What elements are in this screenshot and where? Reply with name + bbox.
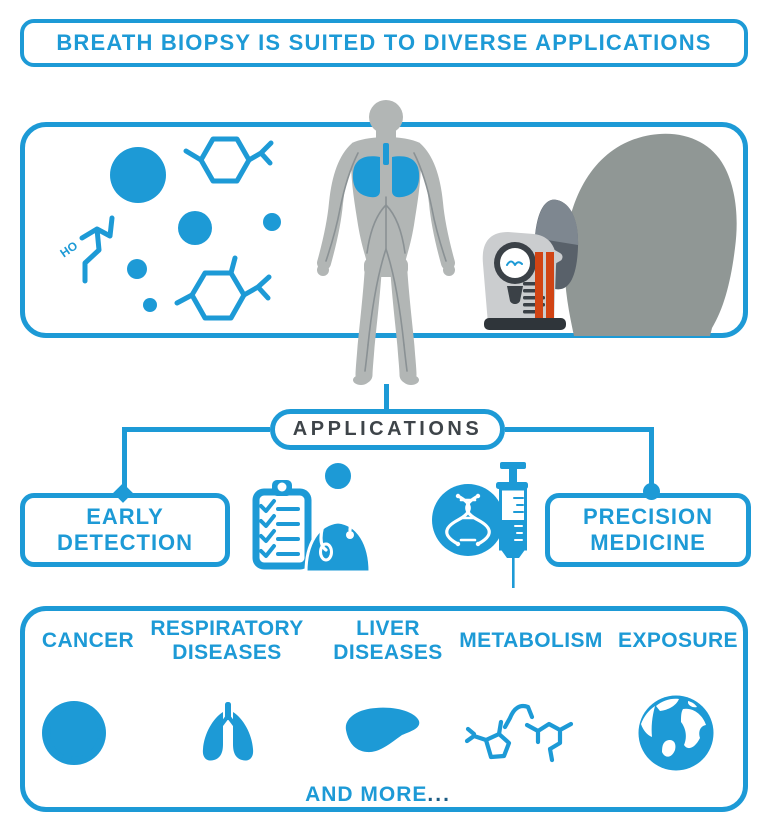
lungs [352,143,420,198]
molecule-circle-large [110,147,166,203]
precision-medicine-box: PRECISION MEDICINE [545,493,751,567]
applications-hub: APPLICATIONS [270,409,505,450]
and-more-text: AND MORE... [268,783,488,807]
and-more-label: AND MORE [305,783,428,806]
molecule-circle-small [143,298,157,312]
connector-body-to-hub [384,384,389,410]
benzene-ring-bottom [174,255,272,321]
molecule-circle-small [127,259,147,279]
syringe-icon [496,462,528,588]
lungs-icon [202,702,254,761]
and-more-ellipsis: ... [427,783,451,806]
connector-left-horizontal [122,427,270,432]
early-detection-label: EARLY DETECTION [56,503,194,555]
device-base [484,318,566,330]
breath-tube [535,252,543,318]
human-body-lungs-icon [317,100,455,385]
device-ring-inner [500,248,530,278]
ho-label: HO [57,239,80,261]
doctor-icon [304,460,372,574]
title-banner: BREATH BIOPSY IS SUITED TO DIVERSE APPLI… [20,19,748,67]
breath-sampler-mask-icon [482,133,737,336]
connector-right-horizontal [505,427,653,432]
dna-syringe-icon [432,462,528,588]
category-label-liver: LIVER DISEASES [333,617,443,664]
connector-left-vertical [122,427,127,489]
breath-tube [546,252,554,318]
page-title: BREATH BIOPSY IS SUITED TO DIVERSE APPLI… [56,30,712,55]
skeletal-molecule: HO [57,215,115,284]
early-detection-box: EARLY DETECTION [20,493,230,567]
category-label-cancer: CANCER [41,629,135,653]
precision-medicine-label: PRECISION MEDICINE [582,503,714,555]
molecule-circle-medium [178,211,212,245]
clipboard-doctor-icon [252,460,372,574]
benzene-ring-top [183,136,274,184]
device-bulb [507,286,523,304]
mask-top [535,199,579,245]
category-label-metabolism: METABOLISM [459,629,603,653]
hub-label: APPLICATIONS [292,418,483,440]
categories-panel [20,606,748,812]
liver-icon [345,707,420,753]
globe-icon [638,695,714,771]
blood-vessels [325,152,447,372]
connector-right-vertical [649,427,654,487]
dna-icon [432,484,504,556]
molecule-circle-small [263,213,281,231]
device-logo [506,260,523,266]
category-label-exposure: EXPOSURE [618,629,738,653]
category-label-respiratory: RESPIRATORY DISEASES [150,617,304,664]
voc-molecules-icon: HO [57,136,281,321]
metabolite-molecules-icon [464,703,574,763]
cancer-cell-icon [42,701,106,765]
clipboard-checklist-icon [252,480,312,570]
head-silhouette [564,133,737,336]
